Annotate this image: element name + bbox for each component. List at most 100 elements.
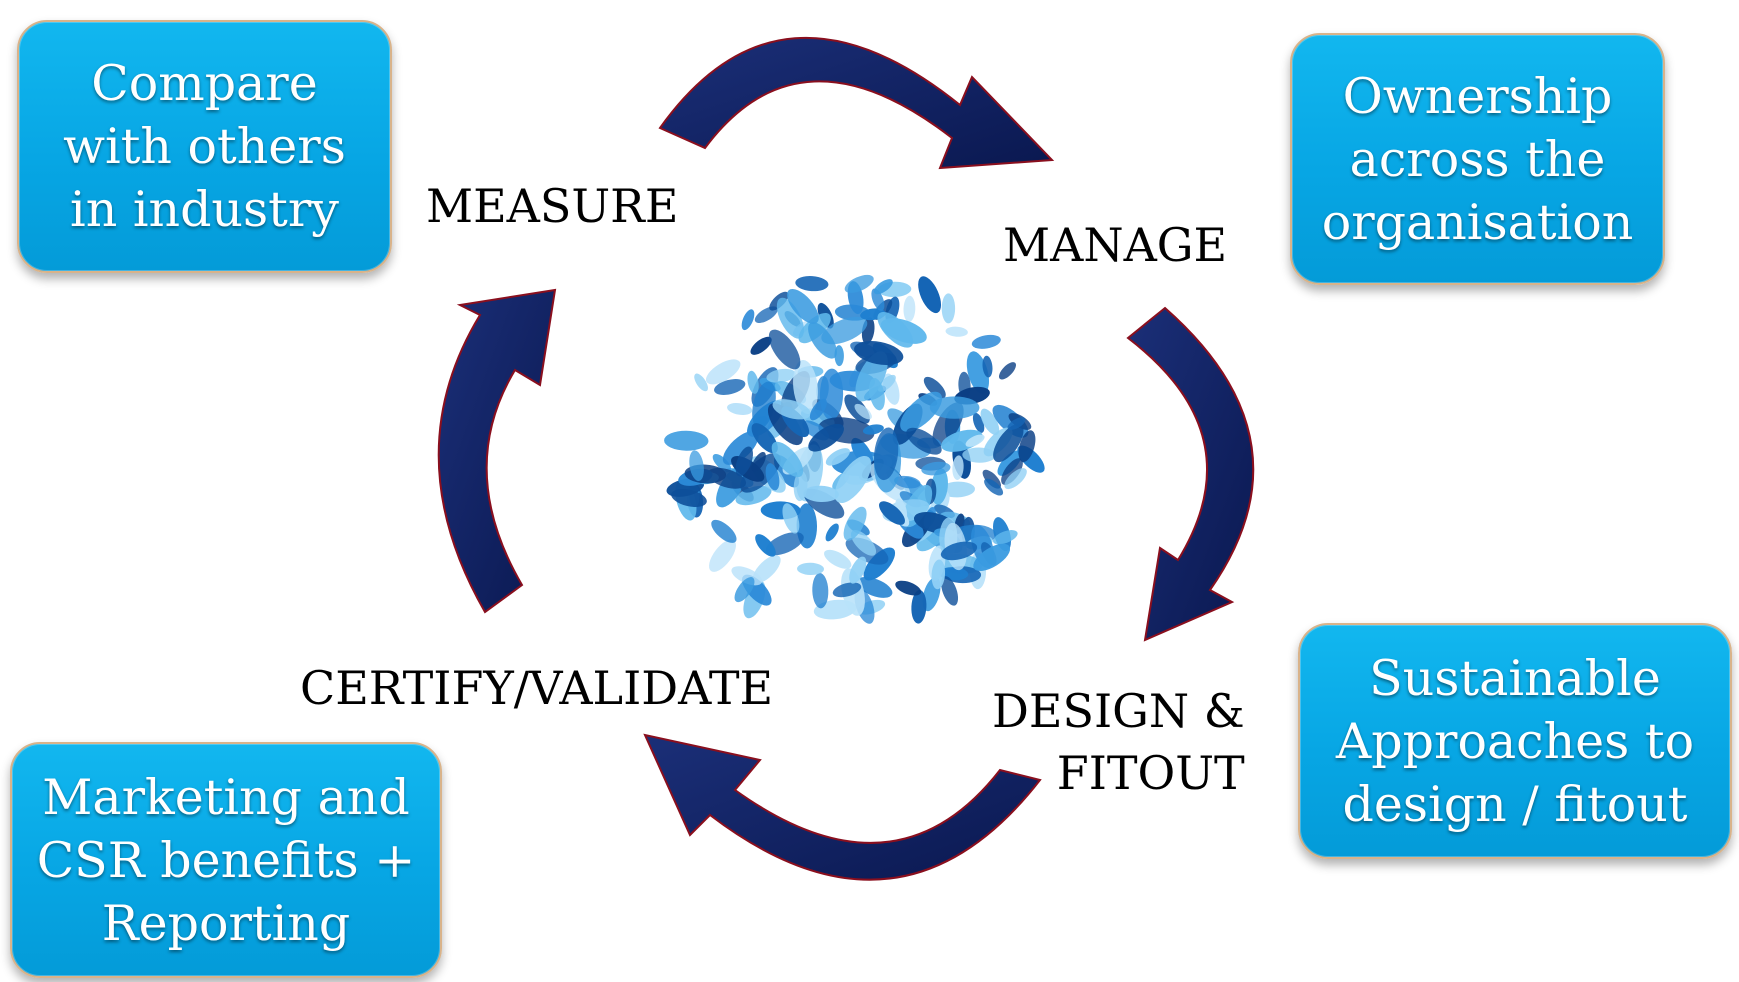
globe-leaf	[735, 446, 753, 477]
globe-leaf	[984, 478, 1004, 496]
box-marketing-csr-text: Marketing and CSR benefits + Reporting	[36, 768, 416, 952]
globe-leaf	[980, 408, 1000, 436]
globe-leaf	[727, 403, 753, 415]
globe-leaf	[941, 293, 956, 324]
globe-leaf	[834, 345, 844, 367]
globe-leaf	[931, 559, 946, 590]
globe-leaf	[711, 519, 737, 543]
box-ownership: Ownership across the organisation	[1290, 33, 1665, 285]
globe-leaf	[921, 461, 951, 476]
globe-leaf	[911, 590, 927, 624]
box-sustainable-approaches: Sustainable Approaches to design / fitou…	[1298, 623, 1732, 859]
globe-leaf	[765, 463, 780, 491]
globe-leaf	[873, 427, 899, 481]
globe-leaf	[834, 455, 872, 504]
globe-leaf	[722, 430, 759, 465]
globe-leaf	[750, 336, 772, 355]
globe-leaf	[1001, 458, 1023, 485]
globe-leaf	[849, 556, 867, 584]
stage-certify-validate: CERTIFY/VALIDATE	[300, 661, 774, 715]
globe-leaf	[755, 534, 776, 557]
box-compare-industry: Compare with others in industry	[17, 20, 392, 273]
arrow-measure-to-manage	[658, 36, 1055, 170]
arrow-certify-to-measure	[437, 288, 557, 614]
globe-leaf	[709, 539, 736, 572]
globe-leaf	[797, 562, 824, 576]
globe-leaf	[998, 362, 1017, 380]
globe-leaf	[809, 398, 827, 421]
globe-leaf	[862, 424, 884, 435]
globe-leaf	[854, 341, 904, 365]
globe-leaf	[992, 530, 1018, 545]
globe-leaf	[918, 276, 942, 314]
globe-leaf	[906, 427, 942, 455]
globe-leaf	[1007, 417, 1026, 430]
globe-leaf	[850, 530, 877, 556]
leaf-globe-icon	[664, 274, 1045, 624]
globe-leaf	[825, 523, 839, 542]
globe-leaf	[945, 326, 968, 337]
box-ownership-text: Ownership across the organisation	[1321, 67, 1634, 251]
globe-leaf	[795, 276, 829, 292]
globe-leaf	[997, 450, 1022, 476]
globe-leaf	[895, 580, 922, 596]
globe-leaf	[832, 582, 862, 598]
globe-leaf	[900, 391, 943, 432]
globe-leaf	[973, 543, 1011, 572]
box-compare-industry-text: Compare with others in industry	[63, 55, 346, 238]
globe-leaf	[705, 359, 741, 385]
globe-leaf	[767, 403, 803, 446]
globe-leaf	[664, 430, 709, 451]
globe-leaf	[741, 309, 755, 331]
globe-leaf	[747, 370, 759, 394]
globe-leaf	[766, 368, 796, 383]
globe-leaf	[768, 329, 801, 370]
globe-leaf	[821, 316, 868, 345]
globe-leaf	[787, 288, 819, 324]
globe-leaf	[714, 379, 746, 395]
globe-leaf	[903, 295, 916, 322]
globe-leaf	[734, 577, 755, 603]
globe-leaf	[782, 503, 800, 534]
globe-leaf	[894, 475, 921, 489]
globe-leaf	[671, 489, 707, 507]
globe-leaf	[923, 376, 946, 399]
globe-leaf	[873, 279, 893, 295]
globe-leaf	[771, 441, 804, 478]
globe-leaf	[751, 451, 766, 472]
globe-leaf	[993, 423, 1024, 463]
box-sustainable-approaches-text: Sustainable Approaches to design / fitou…	[1335, 649, 1695, 833]
globe-leaf	[824, 549, 852, 569]
globe-leaf	[812, 573, 829, 609]
globe-leaf	[941, 576, 959, 606]
globe-leaf	[793, 360, 818, 414]
globe-leaf	[929, 396, 980, 419]
globe-leaf	[694, 373, 708, 392]
globe-leaf	[712, 454, 732, 472]
globe-leaf	[879, 501, 905, 525]
globe-leaf	[965, 434, 985, 447]
globe-leaf	[843, 506, 867, 541]
globe-leaf	[844, 274, 874, 293]
stage-measure: MEASURE	[426, 179, 679, 233]
globe-leaf	[1004, 468, 1027, 490]
globe-leaf	[1018, 430, 1036, 463]
globe-leaf	[871, 288, 885, 311]
arrow-manage-to-design	[1126, 306, 1255, 642]
globe-leaf	[751, 423, 778, 454]
globe-leaf	[776, 297, 804, 339]
stage-design-fitout: DESIGN & FITOUT	[992, 684, 1245, 800]
globe-leaf	[877, 311, 914, 348]
globe-leaf	[940, 541, 978, 561]
globe-leaf	[854, 403, 872, 420]
box-marketing-csr: Marketing and CSR benefits + Reporting	[10, 742, 442, 978]
stage-manage: MANAGE	[1003, 218, 1228, 272]
globe-leaf	[793, 470, 808, 502]
globe-leaf	[772, 399, 811, 420]
globe-leaf	[802, 485, 839, 503]
globe-leaf	[982, 355, 993, 378]
globe-leaf	[689, 450, 704, 482]
globe-leaf	[952, 455, 964, 480]
